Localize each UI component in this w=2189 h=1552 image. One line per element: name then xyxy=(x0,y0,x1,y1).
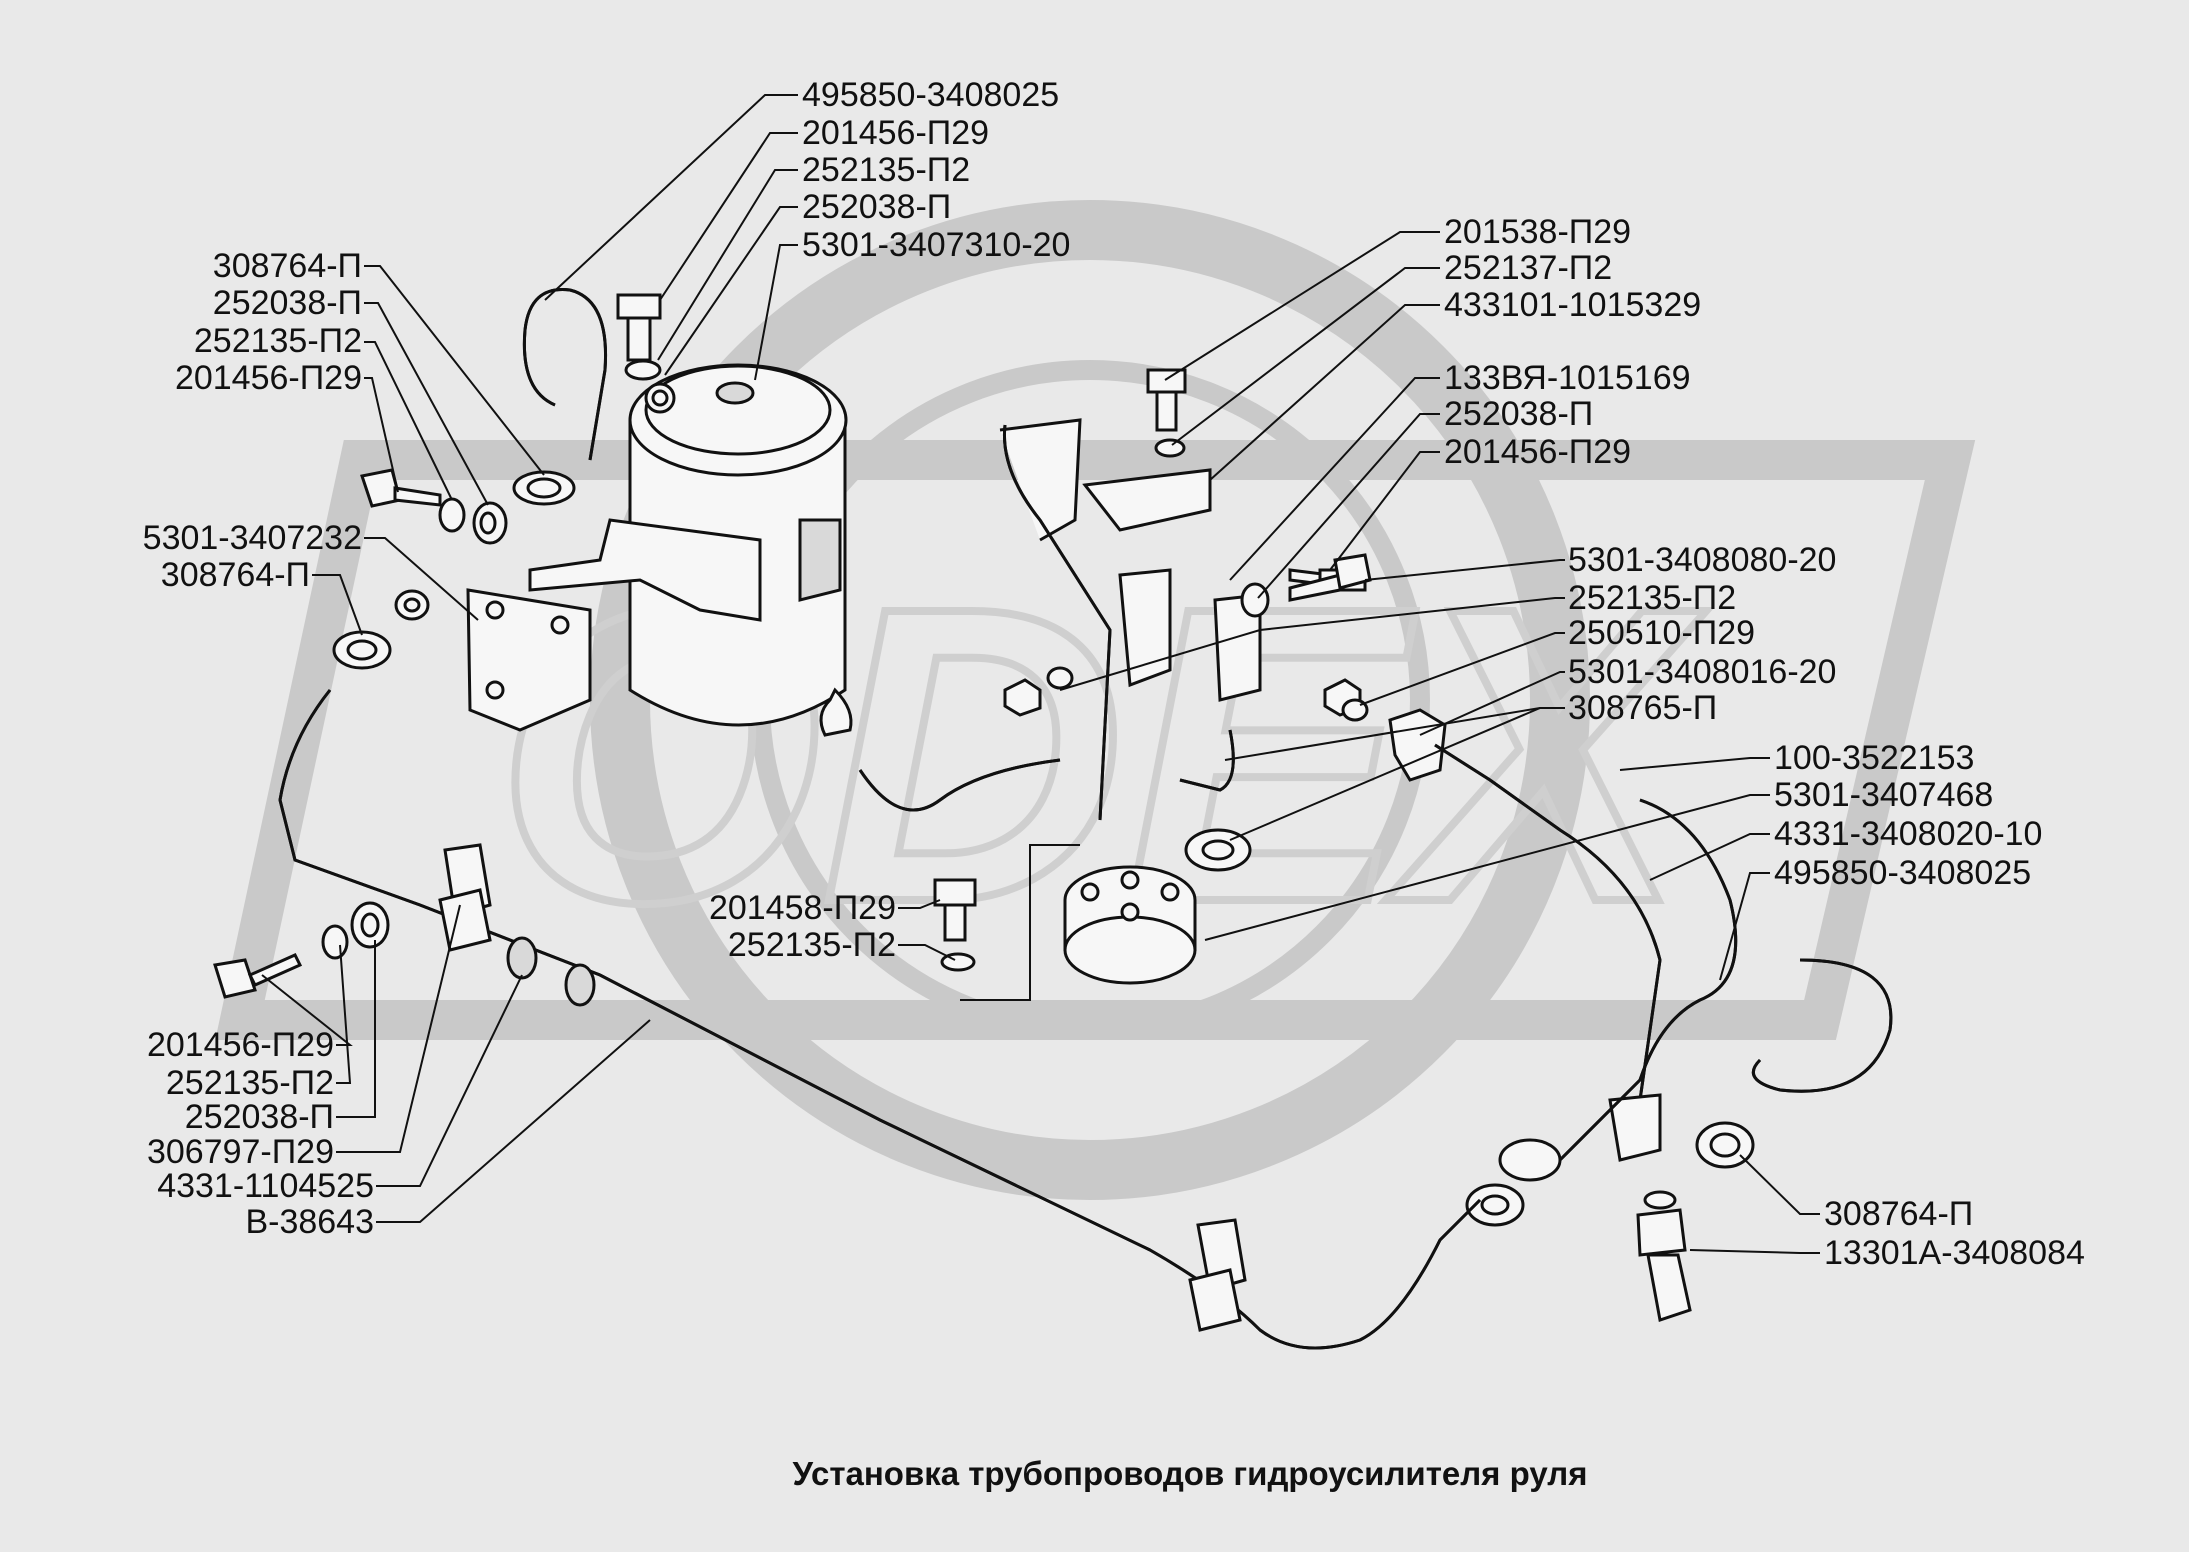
label-252137-p2: 252137-П2 xyxy=(1444,249,1612,287)
label-495850-3408025-top: 495850-3408025 xyxy=(802,76,1059,114)
label-252135-p2-ctr: 252135-П2 xyxy=(728,926,896,964)
label-252038-p-rt: 252038-П xyxy=(1444,395,1593,433)
label-308764-p-br: 308764-П xyxy=(1824,1195,1973,1233)
label-433101-1015329: 433101-1015329 xyxy=(1444,286,1701,324)
label-252038-p-lt: 252038-П xyxy=(213,284,362,322)
label-5301-3408080-20: 5301-3408080-20 xyxy=(1568,541,1836,579)
label-201456-p29-top: 201456-П29 xyxy=(802,114,989,152)
label-5301-3407232: 5301-3407232 xyxy=(143,519,362,557)
label-v-38643: В-38643 xyxy=(245,1203,374,1241)
label-252135-p2-lt: 252135-П2 xyxy=(194,322,362,360)
label-4331-1104525: 4331-1104525 xyxy=(157,1167,374,1205)
label-252135-p2-top: 252135-П2 xyxy=(802,151,970,189)
label-252135-p2-lb: 252135-П2 xyxy=(166,1064,334,1102)
label-308765-p: 308765-П xyxy=(1568,689,1717,727)
label-5301-3407310-20: 5301-3407310-20 xyxy=(802,226,1070,264)
label-495850-3408025-rl: 495850-3408025 xyxy=(1774,854,2031,892)
label-201456-p29-lb: 201456-П29 xyxy=(147,1026,334,1064)
parts xyxy=(213,288,1893,1350)
label-308764-p-lt1: 308764-П xyxy=(213,247,362,285)
label-306797-p29: 306797-П29 xyxy=(147,1133,334,1171)
label-5301-3408016-20: 5301-3408016-20 xyxy=(1568,653,1836,691)
label-100-3522153: 100-3522153 xyxy=(1774,739,1974,777)
label-250510-p29: 250510-П29 xyxy=(1568,614,1755,652)
leader-lines xyxy=(261,94,1820,1254)
label-308764-p-lt2: 308764-П xyxy=(161,556,310,594)
label-252038-p-top: 252038-П xyxy=(802,188,951,226)
part-labels: 495850-3408025 201456-П29 252135-П2 2520… xyxy=(143,76,2085,1492)
diagram-title: Установка трубопроводов гидроусилителя р… xyxy=(793,1455,1588,1492)
label-5301-3407468: 5301-3407468 xyxy=(1774,776,1993,814)
label-133vya-1015169: 133ВЯ-1015169 xyxy=(1444,359,1691,397)
label-201458-p29: 201458-П29 xyxy=(709,889,896,927)
label-201538-p29: 201538-П29 xyxy=(1444,213,1631,251)
label-13301a-3408084: 13301А-3408084 xyxy=(1824,1234,2085,1272)
label-201456-p29-rt: 201456-П29 xyxy=(1444,433,1631,471)
label-252038-p-lb: 252038-П xyxy=(185,1098,334,1136)
reservoir-tank xyxy=(528,363,853,737)
label-4331-3408020-10: 4331-3408020-10 xyxy=(1774,815,2042,853)
label-201456-p29-lt: 201456-П29 xyxy=(175,359,362,397)
label-252135-p2-rm: 252135-П2 xyxy=(1568,579,1736,617)
